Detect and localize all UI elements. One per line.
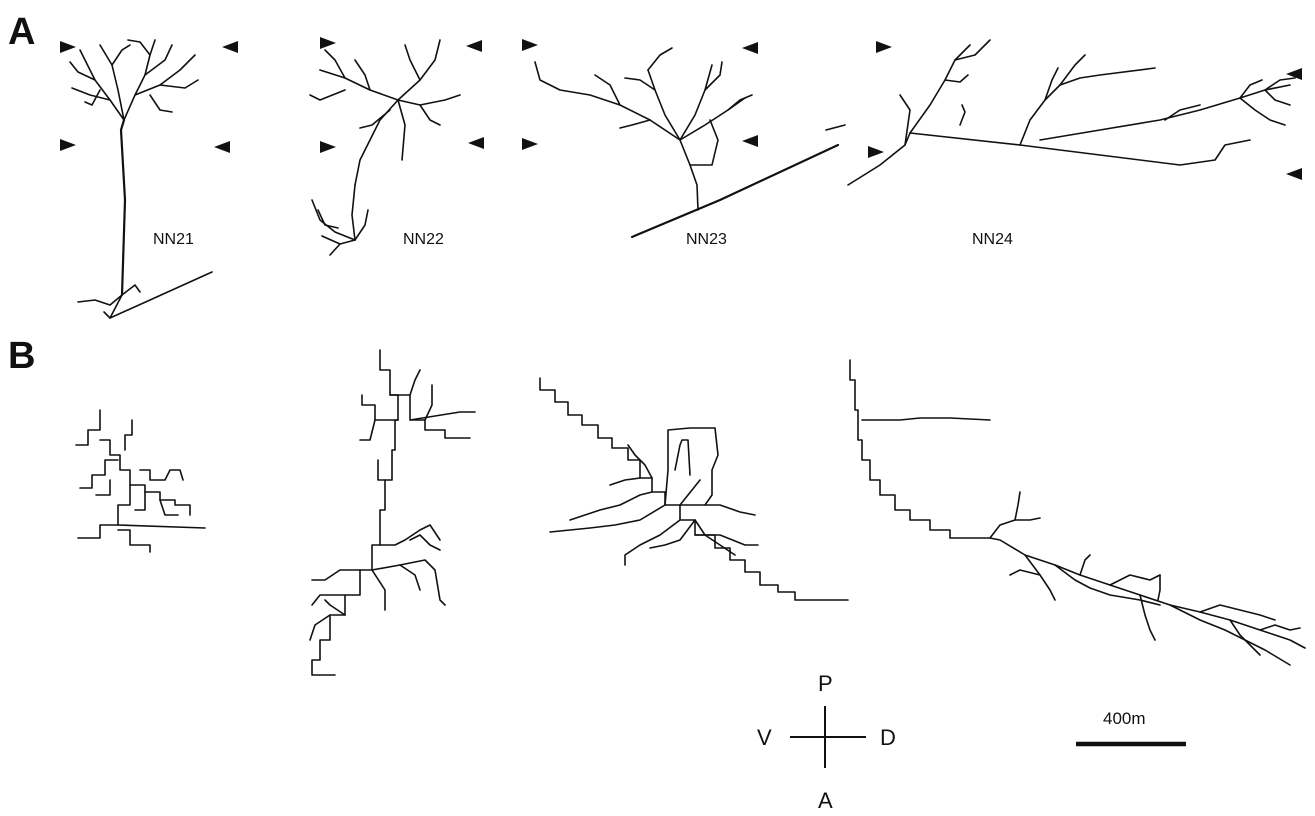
neuron-nn22-reconstruction: [309, 349, 476, 676]
orientation-compass: P A V D: [757, 671, 896, 813]
compass-posterior-label: P: [818, 671, 833, 696]
compass-dorsal-label: D: [880, 725, 896, 750]
scale-bar: 400m: [1076, 709, 1186, 747]
neuron-nn22-tracing: [309, 39, 461, 256]
arrowhead-icon: [1286, 168, 1302, 180]
compass-anterior-label: A: [818, 788, 833, 813]
neuron-nn23-tracing: [534, 47, 846, 239]
compass-ventral-label: V: [757, 725, 772, 750]
panel-b-letter: B: [8, 335, 35, 377]
layer-boundary-arrowheads: [60, 37, 1302, 180]
arrowhead-icon: [466, 40, 482, 52]
arrowhead-icon: [468, 137, 484, 149]
neuron-label-nn23: NN23: [686, 231, 727, 248]
arrowhead-icon: [742, 42, 758, 54]
neuron-nn21-reconstruction: [75, 409, 206, 553]
arrowhead-icon: [868, 146, 884, 158]
neuron-nn21-tracing: [69, 39, 213, 319]
arrowhead-icon: [320, 141, 336, 153]
neuron-nn24-reconstruction: [849, 359, 1306, 666]
neuron-label-nn24: NN24: [972, 231, 1013, 248]
arrowhead-icon: [742, 135, 758, 147]
arrowhead-icon: [214, 141, 230, 153]
neuron-nn23-reconstruction: [539, 377, 849, 601]
arrowhead-icon: [60, 139, 76, 151]
scale-bar-label: 400m: [1103, 709, 1146, 728]
arrowhead-icon: [522, 138, 538, 150]
arrowhead-icon: [320, 37, 336, 49]
neuron-label-nn21: NN21: [153, 231, 194, 248]
arrowhead-icon: [222, 41, 238, 53]
arrowhead-icon: [522, 39, 538, 51]
neuron-label-nn22: NN22: [403, 231, 444, 248]
arrowhead-icon: [1286, 68, 1302, 80]
arrowhead-icon: [60, 41, 76, 53]
arrowhead-icon: [876, 41, 892, 53]
panel-a-letter: A: [8, 11, 35, 53]
neuron-nn24-tracing: [847, 39, 1296, 186]
